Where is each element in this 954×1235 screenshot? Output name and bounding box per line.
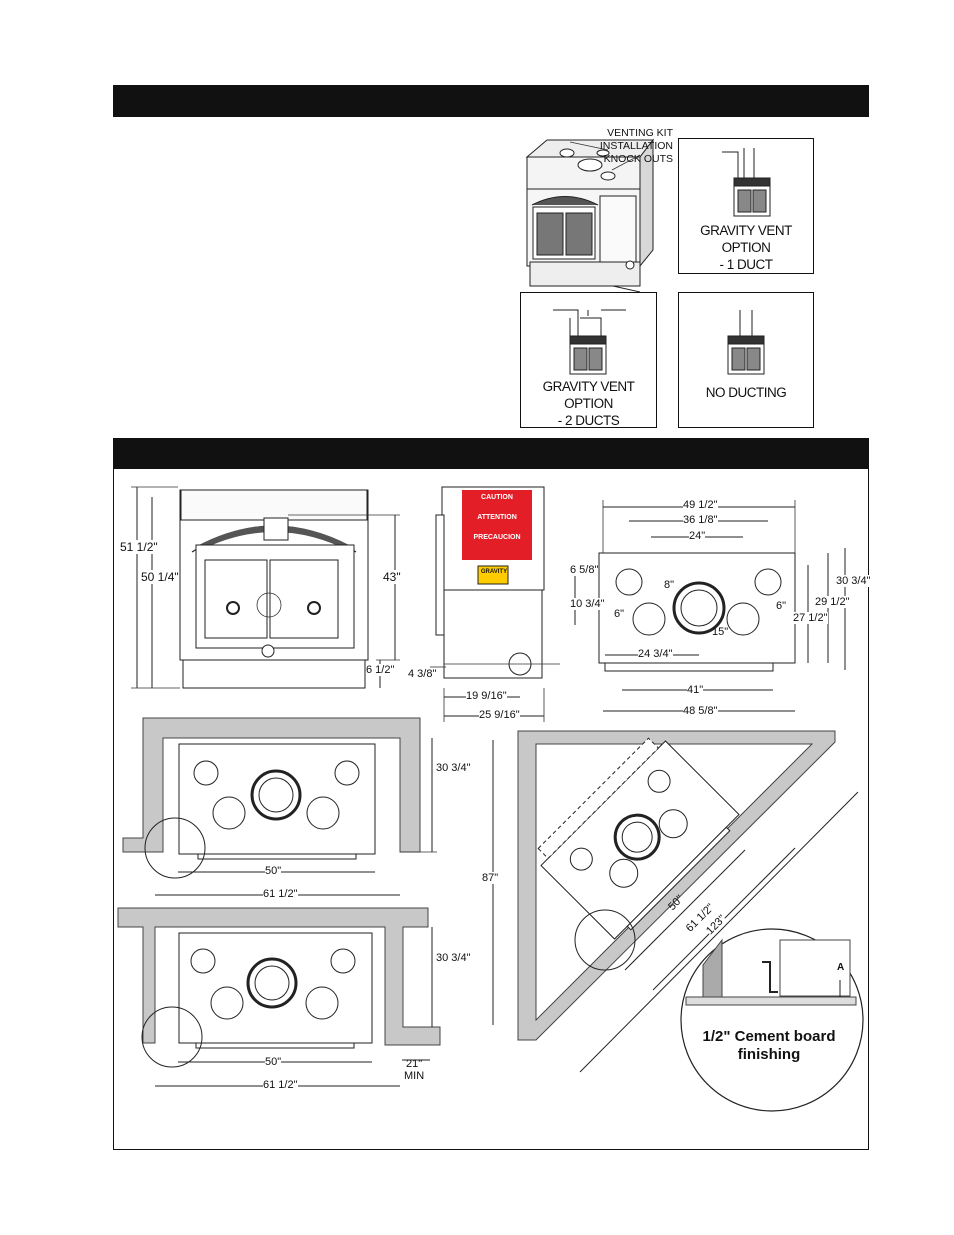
top-depth-a: 30 3/4" — [836, 575, 871, 587]
install-recessed — [117, 907, 441, 1087]
side-precaucion: PRECAUCION — [473, 534, 521, 541]
detail-note: 1/2" Cement board finishing — [689, 1028, 849, 1064]
section-header-bar-dimensions — [113, 438, 869, 470]
corner-height: 87" — [482, 872, 499, 884]
side-overall-depth: 25 9/16" — [479, 709, 520, 721]
one-duct-caption-line2: - 1 DUCT — [719, 257, 774, 272]
top-w1: 49 1/2" — [683, 499, 718, 511]
recessed-side-min-1: 21" — [406, 1058, 423, 1070]
two-ducts-caption-line1: GRAVITY VENT OPTION — [542, 379, 635, 411]
recessed-side-min-2: MIN — [404, 1070, 425, 1082]
recessed-opening: 50" — [265, 1056, 282, 1068]
two-ducts-caption: GRAVITY VENT OPTION - 2 DUCTS — [520, 378, 657, 429]
top-w2: 36 1/8" — [683, 514, 718, 526]
side-floor-offset: 4 3/8" — [408, 668, 437, 680]
flush-opening: 50" — [265, 865, 282, 877]
side-attention: ATTENTION — [477, 514, 517, 521]
side-view — [430, 486, 560, 722]
front-base-height: 6 1/2" — [366, 664, 395, 676]
top-base-width: 41" — [687, 684, 704, 696]
recessed-side-min: 21" MIN — [404, 1058, 424, 1082]
top-depth-b: 29 1/2" — [815, 596, 850, 608]
top-w3: 24" — [689, 530, 706, 542]
flush-overall: 61 1/2" — [263, 888, 298, 900]
front-body-height: 50 1/4" — [141, 570, 179, 584]
top-depth-c: 27 1/2" — [793, 612, 828, 624]
top-overall-width: 48 5/8" — [683, 705, 718, 717]
detail-note-line2: finishing — [737, 1046, 801, 1063]
top-view — [574, 500, 846, 712]
front-overall-height: 51 1/2" — [120, 540, 158, 554]
knockouts-label-line2: KNOCK OUTS — [603, 153, 673, 165]
no-ducting-caption: NO DUCTING — [705, 385, 787, 400]
knockouts-label-line1: VENTING KIT INSTALLATION — [599, 127, 673, 152]
recessed-overall: 61 1/2" — [263, 1079, 298, 1091]
install-flush — [122, 717, 437, 896]
one-duct-caption: GRAVITY VENT OPTION - 1 DUCT — [678, 222, 814, 273]
detail-note-line1: 1/2" Cement board — [702, 1028, 836, 1045]
side-caution: CAUTION — [481, 494, 513, 501]
top-small-duct-left: 6" — [614, 608, 625, 620]
one-duct-caption-line1: GRAVITY VENT OPTION — [700, 223, 792, 255]
front-view — [131, 486, 400, 689]
top-small-duct-right: 6" — [776, 600, 787, 612]
section-header-bar-top — [113, 85, 869, 117]
install-corner — [492, 730, 864, 1112]
top-d1: 6 5/8" — [570, 564, 599, 576]
top-offset-15: 15" — [712, 626, 729, 638]
front-face-height: 43" — [383, 570, 401, 584]
top-d2: 10 3/4" — [570, 598, 605, 610]
top-center-flue: 8" — [664, 579, 675, 591]
side-depth: 19 9/16" — [466, 690, 507, 702]
top-center-offset: 24 3/4" — [638, 648, 673, 660]
side-gravity-label: GRAVITY — [480, 569, 508, 575]
recessed-depth: 30 3/4" — [436, 952, 471, 964]
detail-marker: A — [837, 962, 845, 973]
flush-depth: 30 3/4" — [436, 762, 471, 774]
two-ducts-caption-line2: - 2 DUCTS — [557, 413, 620, 428]
knockouts-label: VENTING KIT INSTALLATION KNOCK OUTS — [545, 127, 673, 166]
